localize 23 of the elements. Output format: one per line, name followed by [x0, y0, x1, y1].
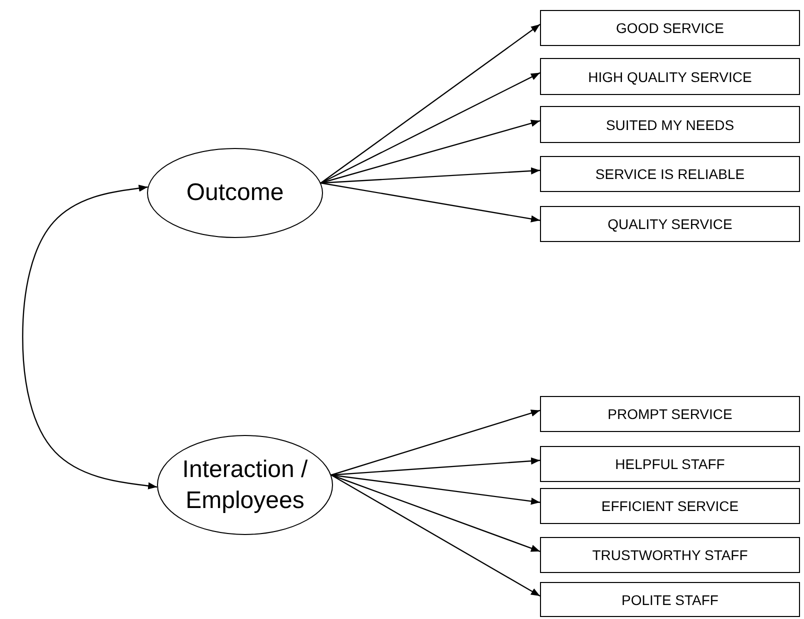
construct-label: Interaction / Employees: [181, 454, 309, 516]
indicator-box: QUALITY SERVICE: [540, 206, 800, 242]
indicator-box: EFFICIENT SERVICE: [540, 488, 800, 524]
indicator-box: HIGH QUALITY SERVICE: [540, 58, 800, 95]
indicator-box: TRUSTWORTHY STAFF: [540, 537, 800, 573]
indicator-box: POLITE STAFF: [540, 582, 800, 617]
arrow: [331, 474, 540, 505]
arrow: [331, 457, 540, 476]
arrow: [330, 474, 540, 597]
indicator-box: HELPFUL STAFF: [540, 446, 800, 482]
covariance-arrow: [22, 184, 158, 490]
arrow: [320, 167, 540, 184]
indicator-box: SUITED MY NEEDS: [540, 106, 800, 143]
indicator-box: PROMPT SERVICE: [540, 396, 800, 432]
indicator-box: SERVICE IS RELIABLE: [540, 156, 800, 192]
arrow: [331, 410, 540, 476]
arrow: [320, 182, 540, 222]
arrow: [320, 120, 540, 184]
indicator-box: GOOD SERVICE: [540, 10, 800, 46]
construct-label: Outcome: [185, 178, 285, 208]
arrow: [331, 474, 540, 552]
arrow: [320, 24, 540, 184]
arrow: [320, 72, 540, 184]
